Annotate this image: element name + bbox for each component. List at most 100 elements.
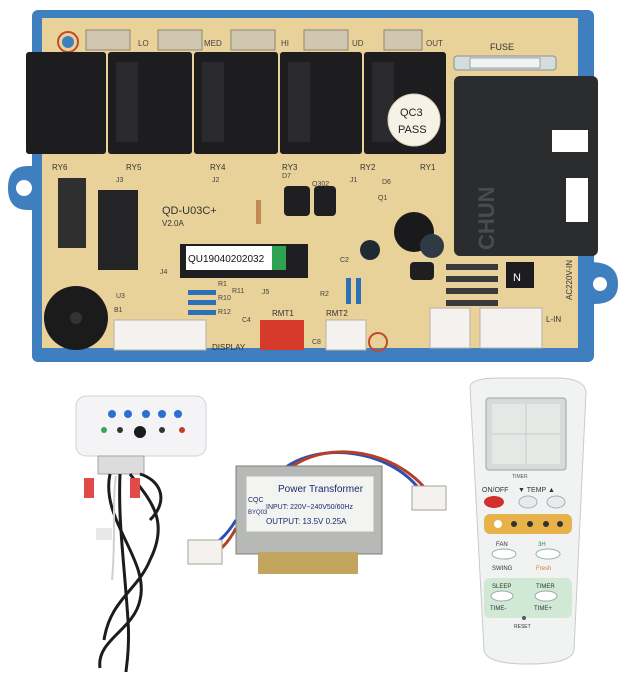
- relay-label-ry3: RY3: [282, 163, 298, 172]
- silk-c4: C4: [242, 317, 251, 324]
- relay-brand: CHUN: [474, 186, 499, 250]
- qc-pass-sticker: [387, 93, 441, 147]
- sleep-label: SLEEP: [492, 584, 511, 590]
- rmt1-label: RMT1: [272, 309, 294, 318]
- capacitor-c2: [360, 240, 380, 260]
- transformer-label: [245, 475, 375, 533]
- on-off-button[interactable]: [484, 496, 504, 508]
- transformer-plug-right: [411, 485, 447, 511]
- mode-icon-3: [527, 521, 533, 527]
- silk-d6: D6: [382, 179, 391, 186]
- relay-row: [26, 52, 446, 154]
- display-cables: [98, 472, 163, 673]
- silk-r10: R10: [218, 295, 231, 302]
- silk-j2: J2: [212, 177, 220, 184]
- rmt2-label: RMT2: [326, 309, 348, 318]
- rmt2-connector: [325, 319, 367, 351]
- relay-mark-out: OUT: [426, 39, 443, 48]
- fan-button[interactable]: [491, 548, 517, 560]
- led-dark-2: [159, 427, 165, 433]
- silk-u3: U3: [116, 293, 125, 300]
- timer-panel: [484, 578, 572, 618]
- fuse-glass: [469, 57, 541, 69]
- indicator-icon-3: [142, 410, 150, 418]
- relay-mark-med: MED: [204, 39, 222, 48]
- indicator-icon-4: [158, 410, 166, 418]
- pcb-mount-hole-b: [368, 332, 388, 352]
- silk-j4: J4: [160, 269, 168, 276]
- remote-control: TIMER ON/OFF ▼ TEMP ▲ FAN 3H SWING Fresh…: [469, 377, 587, 665]
- ic-chip-left: [98, 190, 138, 270]
- connector-right-1: [429, 307, 471, 349]
- timer-button-label: TIMER: [536, 584, 555, 590]
- relay-mark-ud: UD: [352, 39, 364, 48]
- power-transformer: Power Transformer INPUT: 220V~240V50/60H…: [187, 450, 447, 574]
- indicator-icon-5: [174, 410, 182, 418]
- l-in-label: L-IN: [546, 315, 561, 324]
- silk-c8: C8: [312, 339, 321, 346]
- swing-label: SWING: [492, 566, 513, 572]
- qc-sticker-line2: PASS: [398, 124, 427, 136]
- rmt1-connector: [260, 320, 304, 350]
- mode-icon-2: [511, 521, 517, 527]
- sensor-sleeve-red: [84, 478, 94, 498]
- relay-label-ry5: RY5: [126, 163, 142, 172]
- control-board: LO MED HI UD OUT RY6 RY5 RY4 RY3 RY2 RY1…: [8, 10, 618, 362]
- relay-label-ry2: RY2: [360, 163, 376, 172]
- relay-mark-lo: LO: [138, 39, 149, 48]
- silk-b1: B1: [114, 307, 123, 314]
- temp-up-button[interactable]: [546, 495, 566, 509]
- relay-label-ry1: RY1: [420, 163, 436, 172]
- display-cable-plug: [97, 455, 145, 475]
- tray-right-hole: [593, 277, 607, 291]
- relay-mark-hi: HI: [281, 39, 289, 48]
- swing-alt-label: Fresh: [536, 566, 551, 572]
- diode-array: [446, 264, 498, 306]
- ac-input-label: AC220V-IN: [565, 260, 574, 300]
- connector-right-2: [479, 307, 543, 349]
- fan-alt-label: 3H: [538, 542, 546, 548]
- pcb-mount-hole-tl-inner: [62, 36, 74, 48]
- silk-q302: Q302: [312, 181, 329, 188]
- relay-label-ry4: RY4: [210, 163, 226, 172]
- time-plus-label: TIME+: [534, 606, 552, 612]
- display-connector: [113, 319, 207, 351]
- transformer-logo: CQC: [248, 497, 264, 504]
- remote-timer-indicator: TIMER: [512, 474, 528, 480]
- header-j3: [58, 178, 86, 248]
- fuse-label: FUSE: [490, 42, 514, 52]
- transistor-q302b: [314, 186, 336, 216]
- sleep-button[interactable]: [490, 590, 514, 602]
- timer-button[interactable]: [534, 590, 558, 602]
- terminal-n-label: N: [513, 272, 521, 284]
- reset-button[interactable]: [522, 616, 526, 620]
- silkscreen-labels: J3 J1 J2 J4 J5 D7 Q302 R1 R10 R11 R12 R2…: [114, 173, 391, 346]
- led-red: [179, 427, 185, 433]
- terminal-n-block: [506, 262, 534, 288]
- silk-r1: R1: [218, 281, 227, 288]
- transistor-q302a: [284, 186, 310, 216]
- silk-c2: C2: [340, 257, 349, 264]
- board-version: V2.0A: [162, 219, 184, 228]
- temp-down-button[interactable]: [518, 495, 538, 509]
- resistor-array: [188, 200, 361, 315]
- silk-j5: J5: [262, 289, 270, 296]
- mode-icon-5: [557, 521, 563, 527]
- qc-sticker-line1: QC3: [400, 107, 423, 119]
- fan-alt-button[interactable]: [535, 548, 561, 560]
- time-minus-label: TIME-: [490, 606, 506, 612]
- silk-j1: J1: [350, 177, 358, 184]
- transformer-input: INPUT: 220V~240V50/60Hz: [266, 504, 353, 511]
- sensor-sleeve-red-2: [130, 478, 140, 498]
- serial-sticker-green: [272, 246, 286, 270]
- ir-receiver: [134, 426, 146, 438]
- transformer-plug-left: [187, 539, 223, 565]
- display-panel: [75, 395, 207, 457]
- on-off-label: ON/OFF: [482, 487, 508, 494]
- silk-d7: D7: [282, 173, 291, 180]
- mode-icon-1: [494, 520, 502, 528]
- led-green: [101, 427, 107, 433]
- indicator-icon-2: [124, 410, 132, 418]
